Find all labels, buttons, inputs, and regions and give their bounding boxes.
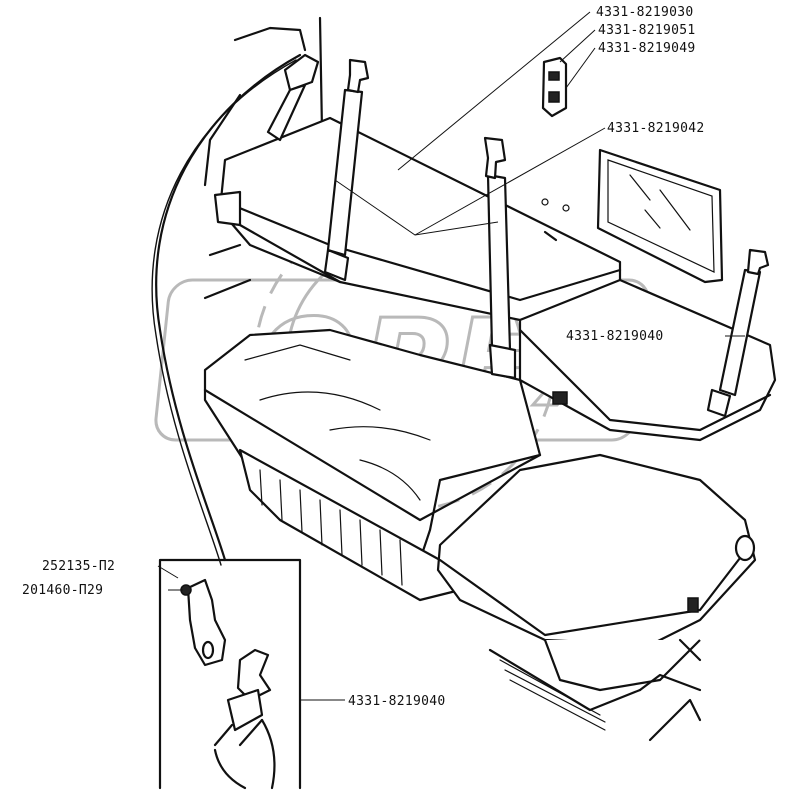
label-buckle-upper: 4331-8219051 [598,23,696,38]
label-bolt: 252135-П2 [42,559,115,574]
label-seat-back-cushion: 4331-8219030 [596,5,694,20]
detail-inset [158,558,302,790]
wall-buckle [541,56,568,118]
label-belt-right: 4331-8219040 [566,329,664,344]
seat-rails [488,638,702,742]
label-belt-detail: 4331-8219040 [348,694,446,709]
seat-belt-right [706,248,770,418]
label-buckle-lower: 4331-8219049 [598,41,696,56]
seat-belt-upper-anchor [266,53,320,142]
label-washer: 201460-П29 [22,583,103,598]
seat-cushion-right [436,453,757,692]
rear-window [596,148,724,284]
cab-wall [203,16,324,300]
label-belt-center: 4331-8219042 [607,121,705,136]
seat-belt-center [483,136,517,380]
seat-belt-left [323,58,370,282]
bench-backrest [213,116,622,322]
wall-fixings [541,198,570,242]
leader-lines [157,11,745,701]
